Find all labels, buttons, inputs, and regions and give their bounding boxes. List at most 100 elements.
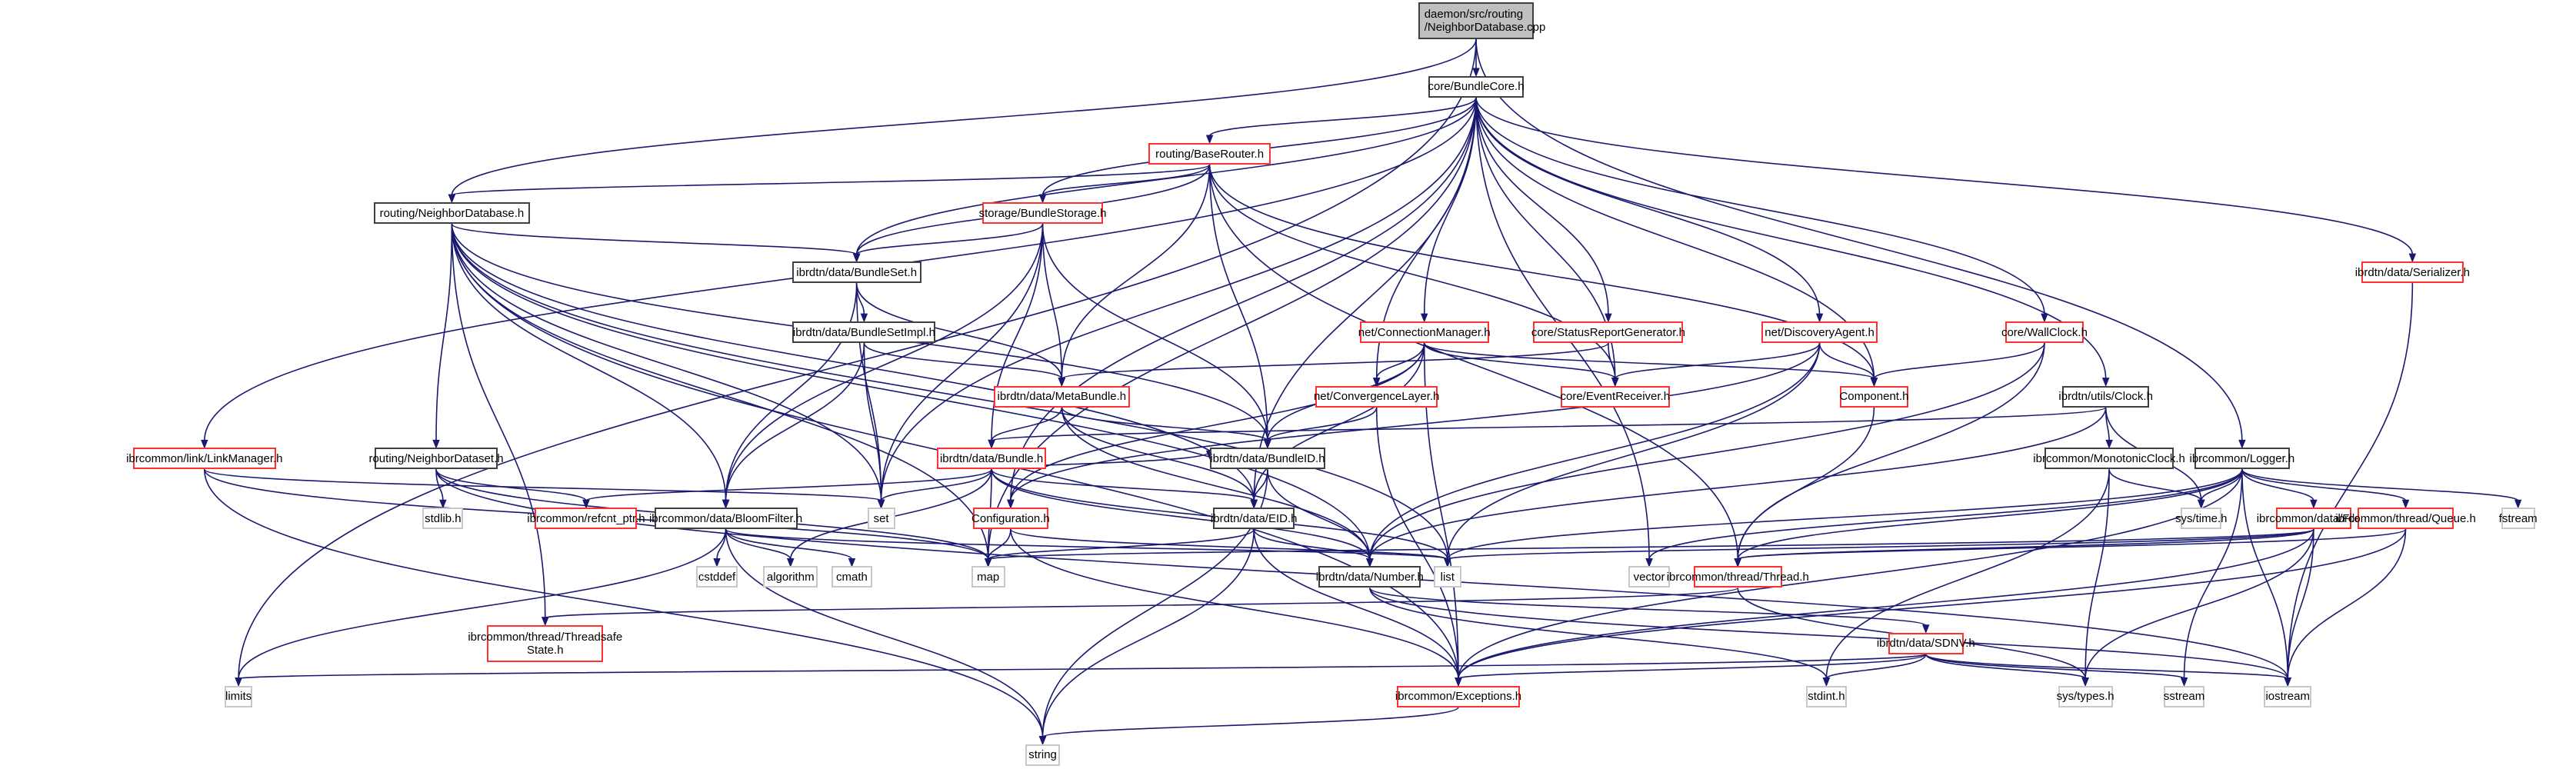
edge-baserouter-to-thread (1208, 164, 1739, 560)
graph-node-fstream: fstream (2499, 508, 2538, 530)
edge-bundlecore-to-statusreport (1475, 97, 1609, 315)
edge-file-to-iostream (2287, 529, 2314, 679)
edge-config-to-map (987, 529, 1011, 560)
edge-wallclock-to-component (1873, 342, 2045, 380)
graph-node-logger[interactable]: ibrcommon/Logger.h (2189, 448, 2294, 470)
graph-node-neighbords[interactable]: routing/NeighborDataset.h (368, 448, 504, 470)
arrowhead-bloom-to-algorithm (786, 558, 795, 568)
graph-node-eventrecv[interactable]: core/EventReceiver.h (1560, 385, 1670, 408)
graph-node-bundle[interactable]: ibrdtn/data/Bundle.h (937, 448, 1046, 470)
graph-node-queue[interactable]: ibrcommon/thread/Queue.h (2335, 508, 2476, 530)
edge-bloom-to-list (725, 528, 1448, 561)
edge-bundlestorage-to-set (880, 224, 1044, 501)
graph-node-systypes: sys/types.h (2057, 685, 2114, 707)
arrowhead-sdnv-to-exceptions (1455, 677, 1462, 687)
edge-convlayer-to-exceptions (1375, 407, 1459, 679)
graph-node-sdnv[interactable]: ibrdtn/data/SDNV.h (1877, 632, 1975, 654)
graph-node-neighbordb[interactable]: routing/NeighborDatabase.h (373, 202, 531, 225)
edge-bloom-to-limits (238, 529, 727, 679)
graph-node-sstream: sstream (2164, 685, 2204, 707)
edge-monoclock-to-stdint (1825, 469, 2110, 679)
graph-node-serializer[interactable]: ibrdtn/data/Serializer.h (2355, 261, 2470, 284)
graph-node-number[interactable]: ibrdtn/data/Number.h (1316, 566, 1424, 588)
edge-bundlecore-to-discovery (1475, 97, 1821, 315)
edge-bundlestorage-to-bundleset (855, 223, 1044, 255)
graph-node-connmgr[interactable]: net/ConnectionManager.h (1358, 321, 1491, 344)
edge-queue-to-exceptions (1458, 529, 2407, 679)
edge-sdnv-to-exceptions (1458, 653, 1927, 680)
edge-sdnv-to-limits (238, 653, 1927, 680)
graph-node-refcnt[interactable]: ibrcommon/refcnt_ptr.h (527, 508, 645, 530)
arrowhead-sdnv-to-limits (235, 677, 242, 687)
graph-node-convlayer[interactable]: net/ConvergenceLayer.h (1314, 385, 1439, 408)
arrowhead-discovery-to-config (1007, 499, 1015, 509)
arrowhead-baserouter-to-neighbordb (448, 194, 456, 204)
edge-wallclock-to-number (1369, 343, 2045, 560)
arrowhead-bloom-to-cstddef (713, 558, 721, 568)
arrowhead-statusreport-to-metabundle (1058, 378, 1066, 387)
graph-node-baserouter[interactable]: routing/BaseRouter.h (1148, 143, 1271, 165)
edge-sdnv-to-iostream (1925, 653, 2289, 680)
edge-metabundle-to-bundle (991, 407, 1063, 441)
arrowhead-baserouter-to-bundlestorage (1038, 194, 1047, 204)
edge-number-to-sdnv (1369, 587, 1927, 627)
graph-node-file[interactable]: ibrcommon/data/File.h (2257, 508, 2371, 530)
edge-neighbordb-to-set (451, 224, 882, 501)
graph-node-discovery[interactable]: net/DiscoveryAgent.h (1761, 321, 1878, 344)
graph-node-exceptions[interactable]: ibrcommon/Exceptions.h (1395, 685, 1521, 707)
edge-metabundle-to-eid (1061, 407, 1255, 501)
edge-root-to-limits (238, 38, 1477, 679)
edge-number-to-iostream (1369, 588, 2289, 679)
graph-node-monoclock[interactable]: ibrcommon/MonotonicClock.h (2033, 448, 2185, 470)
graph-node-bundlesetimpl[interactable]: ibrdtn/data/BundleSetImpl.h (792, 321, 936, 344)
edge-bundle-to-number (991, 469, 1371, 560)
graph-node-tsstate[interactable]: ibrcommon/thread/Threadsafe State.h (468, 624, 622, 662)
edge-thread-to-tsstate (544, 587, 1739, 619)
graph-node-bloom[interactable]: ibrcommon/data/BloomFilter.h (649, 508, 802, 530)
graph-node-bundleset[interactable]: ibrdtn/data/BundleSet.h (791, 261, 921, 284)
graph-node-bundleid[interactable]: ibrdtn/data/BundleID.h (1209, 448, 1326, 470)
edge-clock-to-bundle (991, 406, 2107, 442)
graph-node-limits: limits (225, 685, 253, 707)
edge-queue-to-iostream (2287, 529, 2407, 679)
graph-node-clock[interactable]: ibrdtn/utils/Clock.h (2058, 385, 2153, 408)
graph-node-root[interactable]: daemon/src/routing /NeighborDatabase.cpp (1418, 2, 1545, 39)
edge-bundleid-to-number (1267, 469, 1371, 560)
edge-file-to-exceptions (1458, 529, 2314, 679)
graph-node-config[interactable]: Configuration.h (971, 508, 1050, 530)
arrowhead-exceptions-to-string (1038, 736, 1047, 745)
edge-bundlecore-to-map (987, 97, 1477, 560)
graph-node-thread[interactable]: ibrcommon/thread/Thread.h (1667, 566, 1809, 588)
edge-monoclock-to-systime (2108, 469, 2202, 501)
graph-node-metabundle[interactable]: ibrdtn/data/MetaBundle.h (993, 385, 1130, 408)
graph-node-set: set (867, 508, 895, 530)
graph-node-statusreport[interactable]: core/StatusReportGenerator.h (1531, 321, 1685, 344)
arrowhead-bundlecore-to-serializer (2408, 253, 2417, 263)
graph-node-eid[interactable]: ibrdtn/data/EID.h (1211, 508, 1297, 530)
edge-discovery-to-eventrecv (1614, 342, 1821, 380)
graph-node-list: list (1433, 566, 1461, 588)
edge-clock-to-number (1369, 407, 2107, 560)
arrowhead-bloom-to-cmath (848, 558, 856, 568)
edge-bundlesetimpl-to-bloom (725, 343, 865, 501)
graph-node-algorithm: algorithm (763, 566, 818, 588)
arrowhead-logger-to-systime (2197, 499, 2205, 509)
arrowhead-file-to-list (1444, 558, 1451, 568)
edge-bundlestorage-to-bloom (725, 224, 1044, 501)
edge-linkmgr-to-string (203, 469, 1044, 737)
edge-serializer-to-iostream (2287, 283, 2414, 679)
edge-bloom-to-cmath (725, 529, 853, 560)
arrowhead-root-to-logger (2238, 439, 2246, 449)
edge-eid-to-exceptions (1253, 529, 1459, 679)
graph-node-bundlecore[interactable]: core/BundleCore.h (1428, 75, 1525, 98)
graph-node-string: string (1025, 744, 1060, 766)
graph-node-bundlestorage[interactable]: storage/BundleStorage.h (979, 202, 1107, 225)
edge-bundlecore-to-baserouter (1208, 97, 1477, 137)
edge-metabundle-to-bundleid (1061, 407, 1268, 442)
graph-node-linkmgr[interactable]: ibrcommon/link/LinkManager.h (126, 448, 283, 470)
arrowhead-bundleid-to-eid (1250, 499, 1258, 509)
graph-node-wallclock[interactable]: core/WallClock.h (2001, 321, 2088, 344)
graph-node-component[interactable]: Component.h (1839, 385, 1908, 408)
arrowhead-clock-to-bundle (988, 439, 995, 449)
